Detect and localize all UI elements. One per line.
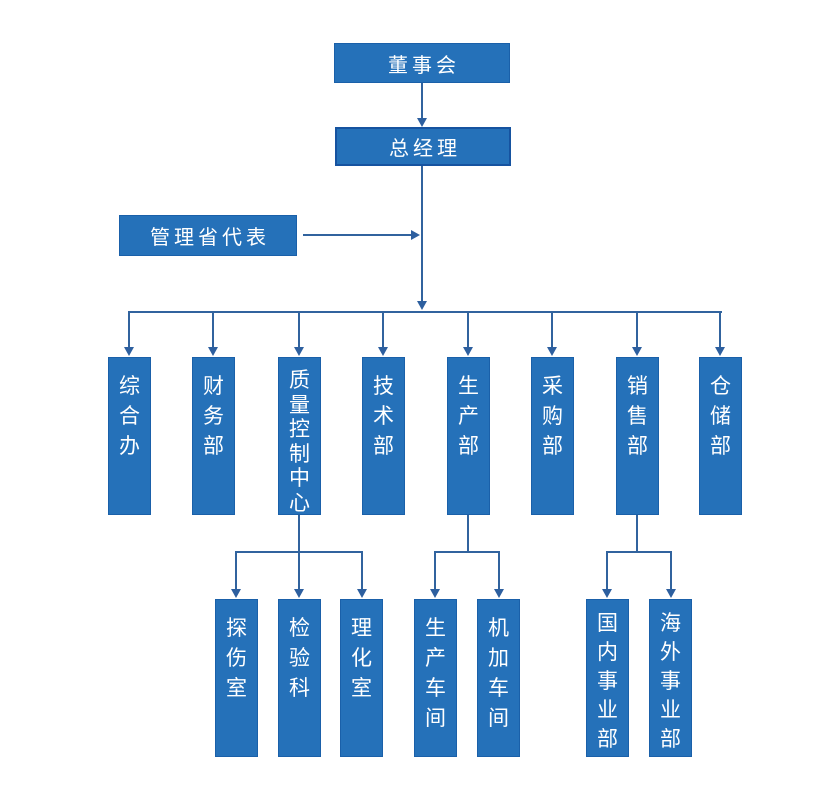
connector-drop-line (498, 551, 500, 590)
connector-sales-stub (636, 515, 638, 553)
connector-production-branch-bar (434, 551, 500, 553)
connector-drop-arrowhead (666, 589, 676, 598)
connector-drop-arrowhead (231, 589, 241, 598)
connector-drop-line (298, 311, 300, 348)
connector-department-bar (128, 311, 722, 313)
connector-drop-arrowhead (494, 589, 504, 598)
connector-drop-arrowhead (208, 347, 218, 356)
connector-drop-line (382, 311, 384, 348)
sub-node-physical-chemical-room: 理化室 (340, 599, 383, 757)
org-node-general-manager: 总经理 (335, 127, 511, 166)
connector-drop-arrowhead (547, 347, 557, 356)
connector-drop-arrowhead (378, 347, 388, 356)
org-node-management-rep: 管理省代表 (119, 215, 297, 256)
connector-drop-line (212, 311, 214, 348)
connector-drop-line (670, 551, 672, 590)
connector-rep-line (303, 234, 412, 236)
connector-drop-line (298, 551, 300, 590)
connector-drop-arrowhead (632, 347, 642, 356)
dept-node-general-office: 综合办 (108, 357, 151, 515)
sub-node-production-workshop: 生产车间 (414, 599, 457, 757)
sub-node-machining-workshop: 机加车间 (477, 599, 520, 757)
dept-node-sales: 销售部 (616, 357, 659, 515)
dept-node-purchasing: 采购部 (531, 357, 574, 515)
dept-node-warehouse: 仓储部 (699, 357, 742, 515)
connector-drop-arrowhead (463, 347, 473, 356)
connector-drop-arrowhead (430, 589, 440, 598)
sub-node-domestic-business-division: 国内事业部 (586, 599, 629, 757)
connector-drop-line (719, 311, 721, 348)
sub-node-overseas-business-division: 海外事业部 (649, 599, 692, 757)
connector-drop-line (551, 311, 553, 348)
connector-drop-line (235, 551, 237, 590)
connector-board-gm-line (421, 83, 423, 119)
org-node-board: 董事会 (334, 43, 510, 83)
connector-drop-arrowhead (124, 347, 134, 356)
connector-drop-line (434, 551, 436, 590)
sub-node-inspection-section: 检验科 (278, 599, 321, 757)
connector-gm-trunk-line (421, 166, 423, 302)
connector-drop-line (128, 311, 130, 348)
connector-drop-arrowhead (715, 347, 725, 356)
connector-drop-line (606, 551, 608, 590)
dept-node-production: 生产部 (447, 357, 490, 515)
connector-drop-line (467, 311, 469, 348)
connector-sales-branch-bar (606, 551, 672, 553)
connector-board-gm-arrowhead (417, 118, 427, 127)
dept-node-technology: 技术部 (362, 357, 405, 515)
dept-node-finance: 财务部 (192, 357, 235, 515)
connector-production-stub (467, 515, 469, 553)
connector-drop-line (361, 551, 363, 590)
dept-node-quality-control-center: 质量控制中心 (278, 357, 321, 515)
connector-gm-trunk-arrowhead (417, 301, 427, 310)
connector-drop-arrowhead (294, 347, 304, 356)
connector-drop-arrowhead (602, 589, 612, 598)
connector-drop-arrowhead (294, 589, 304, 598)
sub-node-flaw-detection-room: 探伤室 (215, 599, 258, 757)
connector-qc-stub (298, 515, 300, 553)
connector-drop-line (636, 311, 638, 348)
connector-drop-arrowhead (357, 589, 367, 598)
connector-rep-arrowhead (411, 230, 420, 240)
